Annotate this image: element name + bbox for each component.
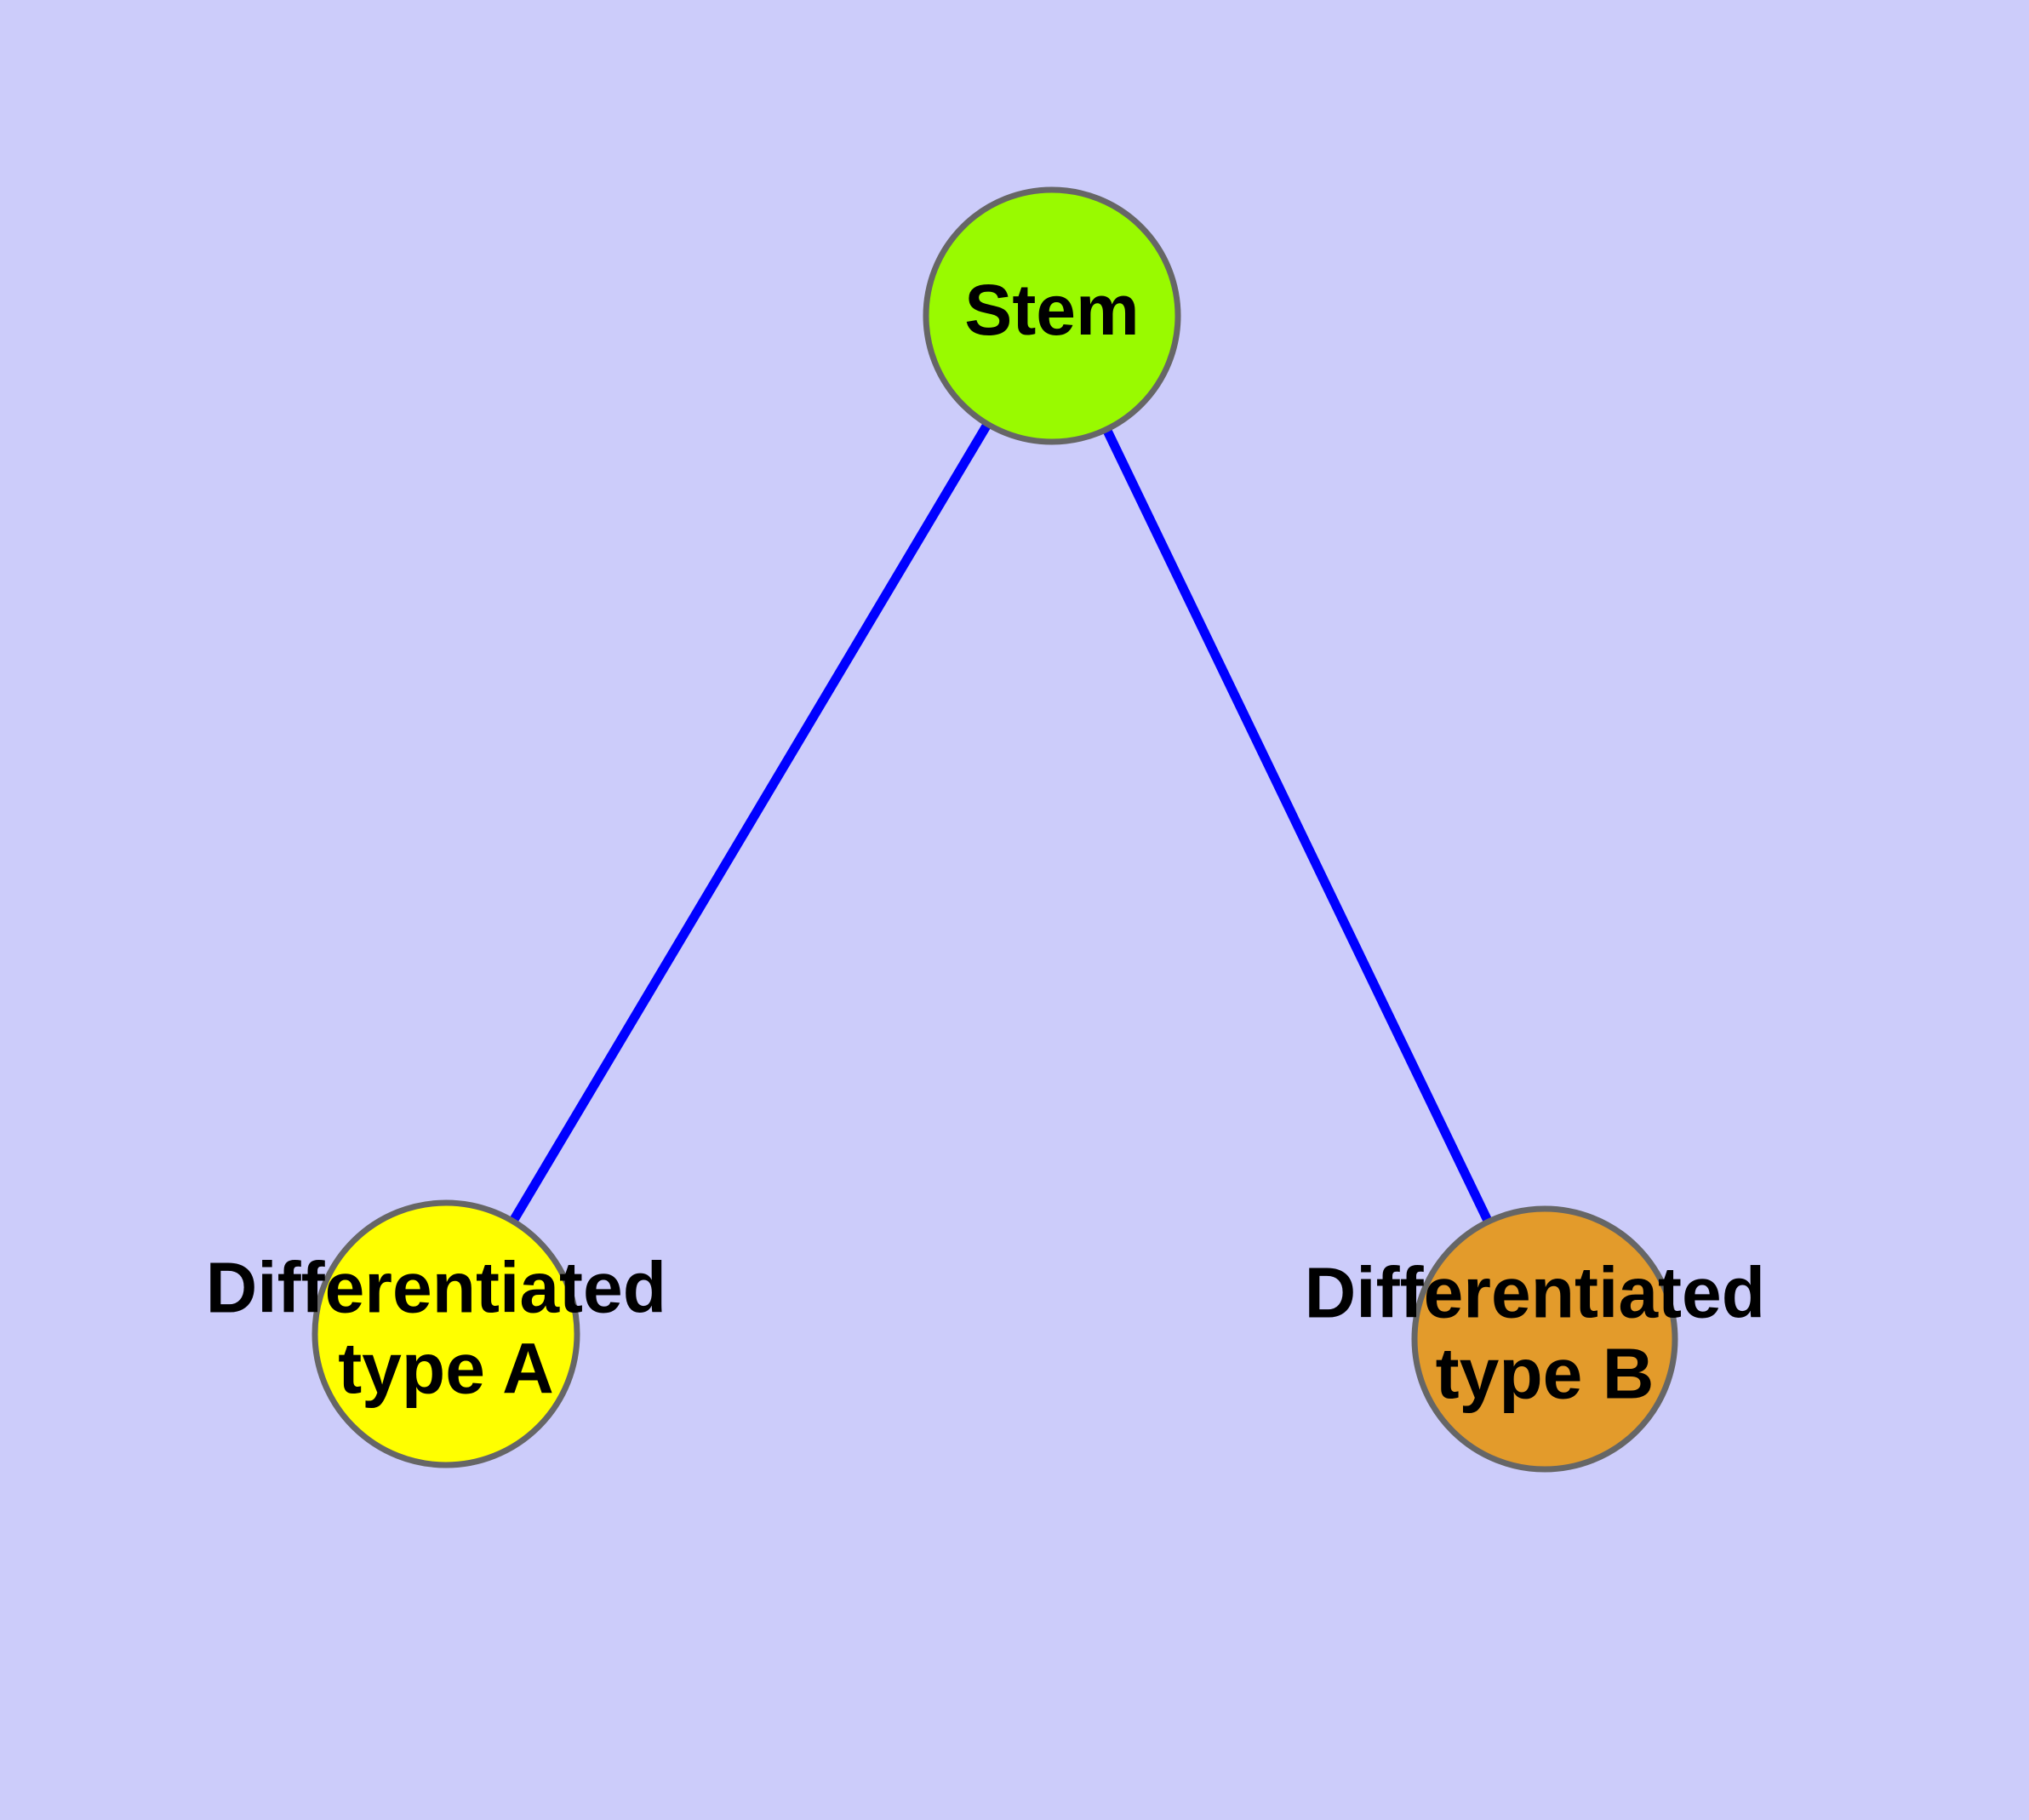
edge-stem-to-differentiated-type-a[interactable] <box>442 313 1056 1336</box>
node-stem[interactable]: Stem <box>923 186 1181 445</box>
node-label-differentiated-type-a: Differentiated type A <box>206 1248 687 1409</box>
node-label-differentiated-type-b: Differentiated type B <box>1305 1253 1786 1414</box>
nodes-layer: Differentiated type A Differentiated typ… <box>206 186 1786 1473</box>
node-circle-differentiated-type-b[interactable] <box>1411 1205 1678 1473</box>
node-differentiated-type-b[interactable]: Differentiated type B <box>1305 1205 1786 1473</box>
node-differentiated-type-a[interactable]: Differentiated type A <box>206 1199 687 1468</box>
node-label-stem: Stem <box>964 270 1139 350</box>
node-circle-differentiated-type-a[interactable] <box>311 1199 580 1468</box>
node-circle-stem[interactable] <box>923 186 1181 445</box>
edge-stem-to-differentiated-type-b[interactable] <box>1048 313 1549 1342</box>
edges-layer <box>442 313 1549 1342</box>
